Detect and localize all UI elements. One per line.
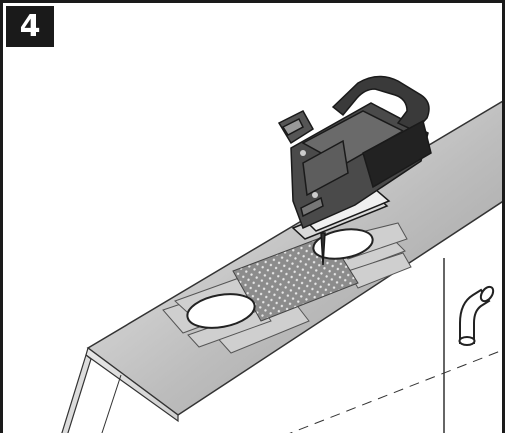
circular-openings — [186, 228, 374, 329]
pipe-elbow-icon — [458, 285, 495, 346]
step-number-badge: 4 — [6, 6, 54, 47]
jigsaw-cutting-illustration — [61, 75, 502, 433]
cabinet-outline — [289, 258, 502, 433]
jigsaw — [277, 75, 432, 266]
